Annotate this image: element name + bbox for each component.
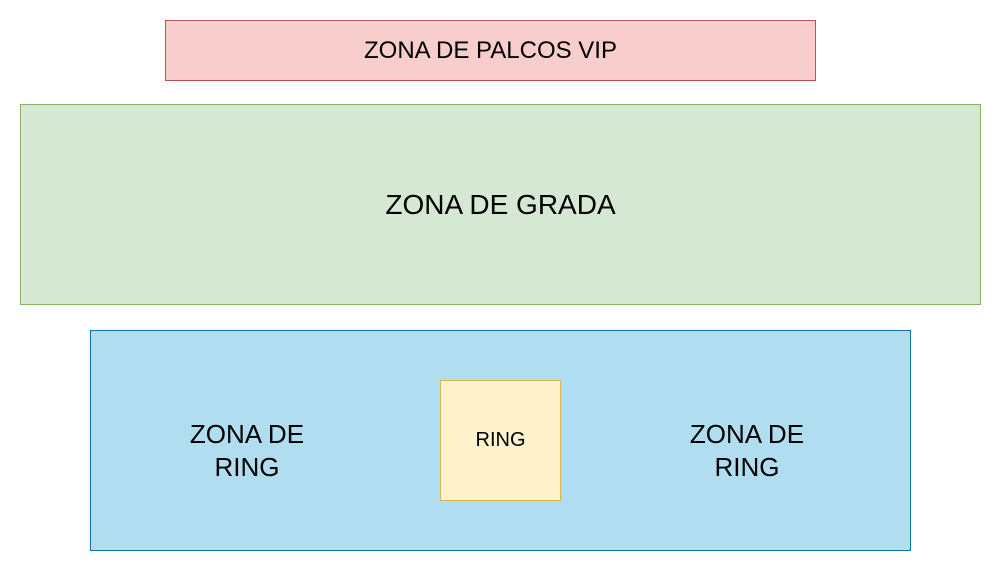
left-ring-zone-line2: RING — [214, 452, 280, 482]
grada-zone-box: ZONA DE GRADA — [20, 104, 981, 305]
ring-label: RING — [475, 429, 526, 451]
ring-box: RING — [440, 380, 561, 501]
right-ring-zone-label: ZONA DE RING — [647, 418, 847, 484]
left-ring-zone-line1: ZONA DE — [189, 419, 305, 449]
left-ring-zone-label: ZONA DE RING — [147, 418, 347, 484]
vip-zone-label: ZONA DE PALCOS VIP — [364, 36, 617, 64]
right-ring-zone-line1: ZONA DE — [689, 419, 805, 449]
grada-zone-label: ZONA DE GRADA — [385, 188, 616, 220]
vip-zone-box: ZONA DE PALCOS VIP — [165, 20, 816, 81]
right-ring-zone-line2: RING — [714, 452, 780, 482]
